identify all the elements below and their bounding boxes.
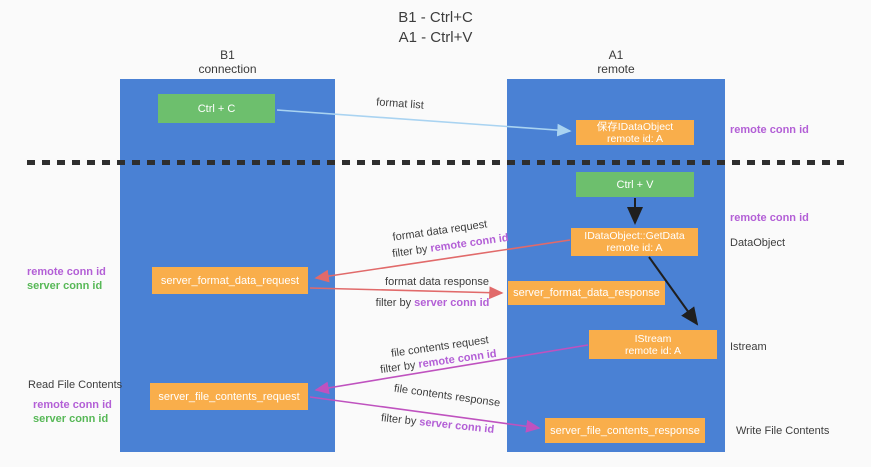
getdata-line2: remote id: A (606, 242, 663, 254)
right-column-name: A1 (608, 48, 624, 62)
write-file-contents-label: Write File Contents (736, 425, 830, 437)
server-conn-id-text: server conn id (418, 416, 495, 436)
left-server-conn-id: server conn id (27, 280, 103, 292)
diagram-title: B1 - Ctrl+C A1 - Ctrl+V (0, 8, 871, 48)
filter-by-text: filter by (391, 242, 432, 261)
title-line-2: A1 - Ctrl+V (398, 29, 473, 46)
file-contents-response-label: file contents response (393, 382, 501, 410)
ctrl-c-label: Ctrl + C (197, 102, 236, 115)
server-conn-id-text: server conn id (414, 297, 490, 309)
format-request-label: server_format_data_request (160, 274, 300, 287)
save-idataobject-line1: 保存IDataObject (596, 120, 674, 133)
left-column-name: B1 (220, 48, 235, 62)
read-file-contents-label: Read File Contents (28, 379, 123, 391)
filter-by-text: filter by (380, 412, 420, 429)
left-conn-id-labels: remote conn id server conn id (27, 265, 106, 293)
istream-line1: IStream (634, 332, 672, 345)
format-list-label: format list (375, 96, 425, 112)
remote-conn-id-label-top: remote conn id (730, 124, 809, 136)
getdata-line1: IDataObject::GetData (584, 230, 685, 242)
istream-node: IStream remote id: A (589, 330, 717, 359)
title-line-1: B1 - Ctrl+C (398, 9, 473, 26)
ctrl-c-node: Ctrl + C (158, 94, 275, 123)
idataobject-getdata-node: IDataObject::GetData remote id: A (571, 228, 698, 256)
save-idataobject-node: 保存IDataObject remote id: A (576, 120, 694, 145)
dashed-separator (27, 160, 844, 165)
file-response-filter-label: filter by server conn id (365, 410, 511, 438)
server-file-contents-request-node: server_file_contents_request (150, 383, 308, 410)
istream-line2: remote id: A (624, 344, 682, 357)
istream-side-label: Istream (730, 341, 767, 353)
remote-conn-id-label-mid: remote conn id (730, 212, 809, 224)
read-conn-id-labels: remote conn id server conn id (33, 398, 112, 426)
server-file-contents-response-node: server_file_contents_response (545, 418, 705, 443)
read-remote-conn-id: remote conn id (33, 399, 112, 411)
right-column-role: remote (597, 62, 635, 76)
server-format-data-request-node: server_format_data_request (152, 267, 308, 294)
format-data-response-label: format data response (385, 276, 489, 288)
left-remote-conn-id: remote conn id (27, 266, 106, 278)
file-request-label: server_file_contents_request (158, 390, 300, 403)
read-server-conn-id: server conn id (33, 413, 109, 425)
format-response-filter-label: filter by server conn id (360, 297, 505, 310)
right-column-header: A1 remote (507, 48, 725, 76)
filter-by-text: filter by (375, 297, 415, 309)
ctrl-v-label: Ctrl + V (616, 178, 654, 191)
format-response-label: server_format_data_response (513, 287, 660, 299)
server-format-data-response-node: server_format_data_response (508, 281, 665, 305)
save-idataobject-line2: remote id: A (606, 132, 664, 145)
left-column-role: connection (198, 62, 257, 76)
ctrl-v-node: Ctrl + V (576, 172, 694, 197)
left-column-header: B1 connection (120, 48, 335, 76)
dataobject-label: DataObject (730, 237, 786, 249)
file-response-label: server_file_contents_response (550, 424, 700, 437)
